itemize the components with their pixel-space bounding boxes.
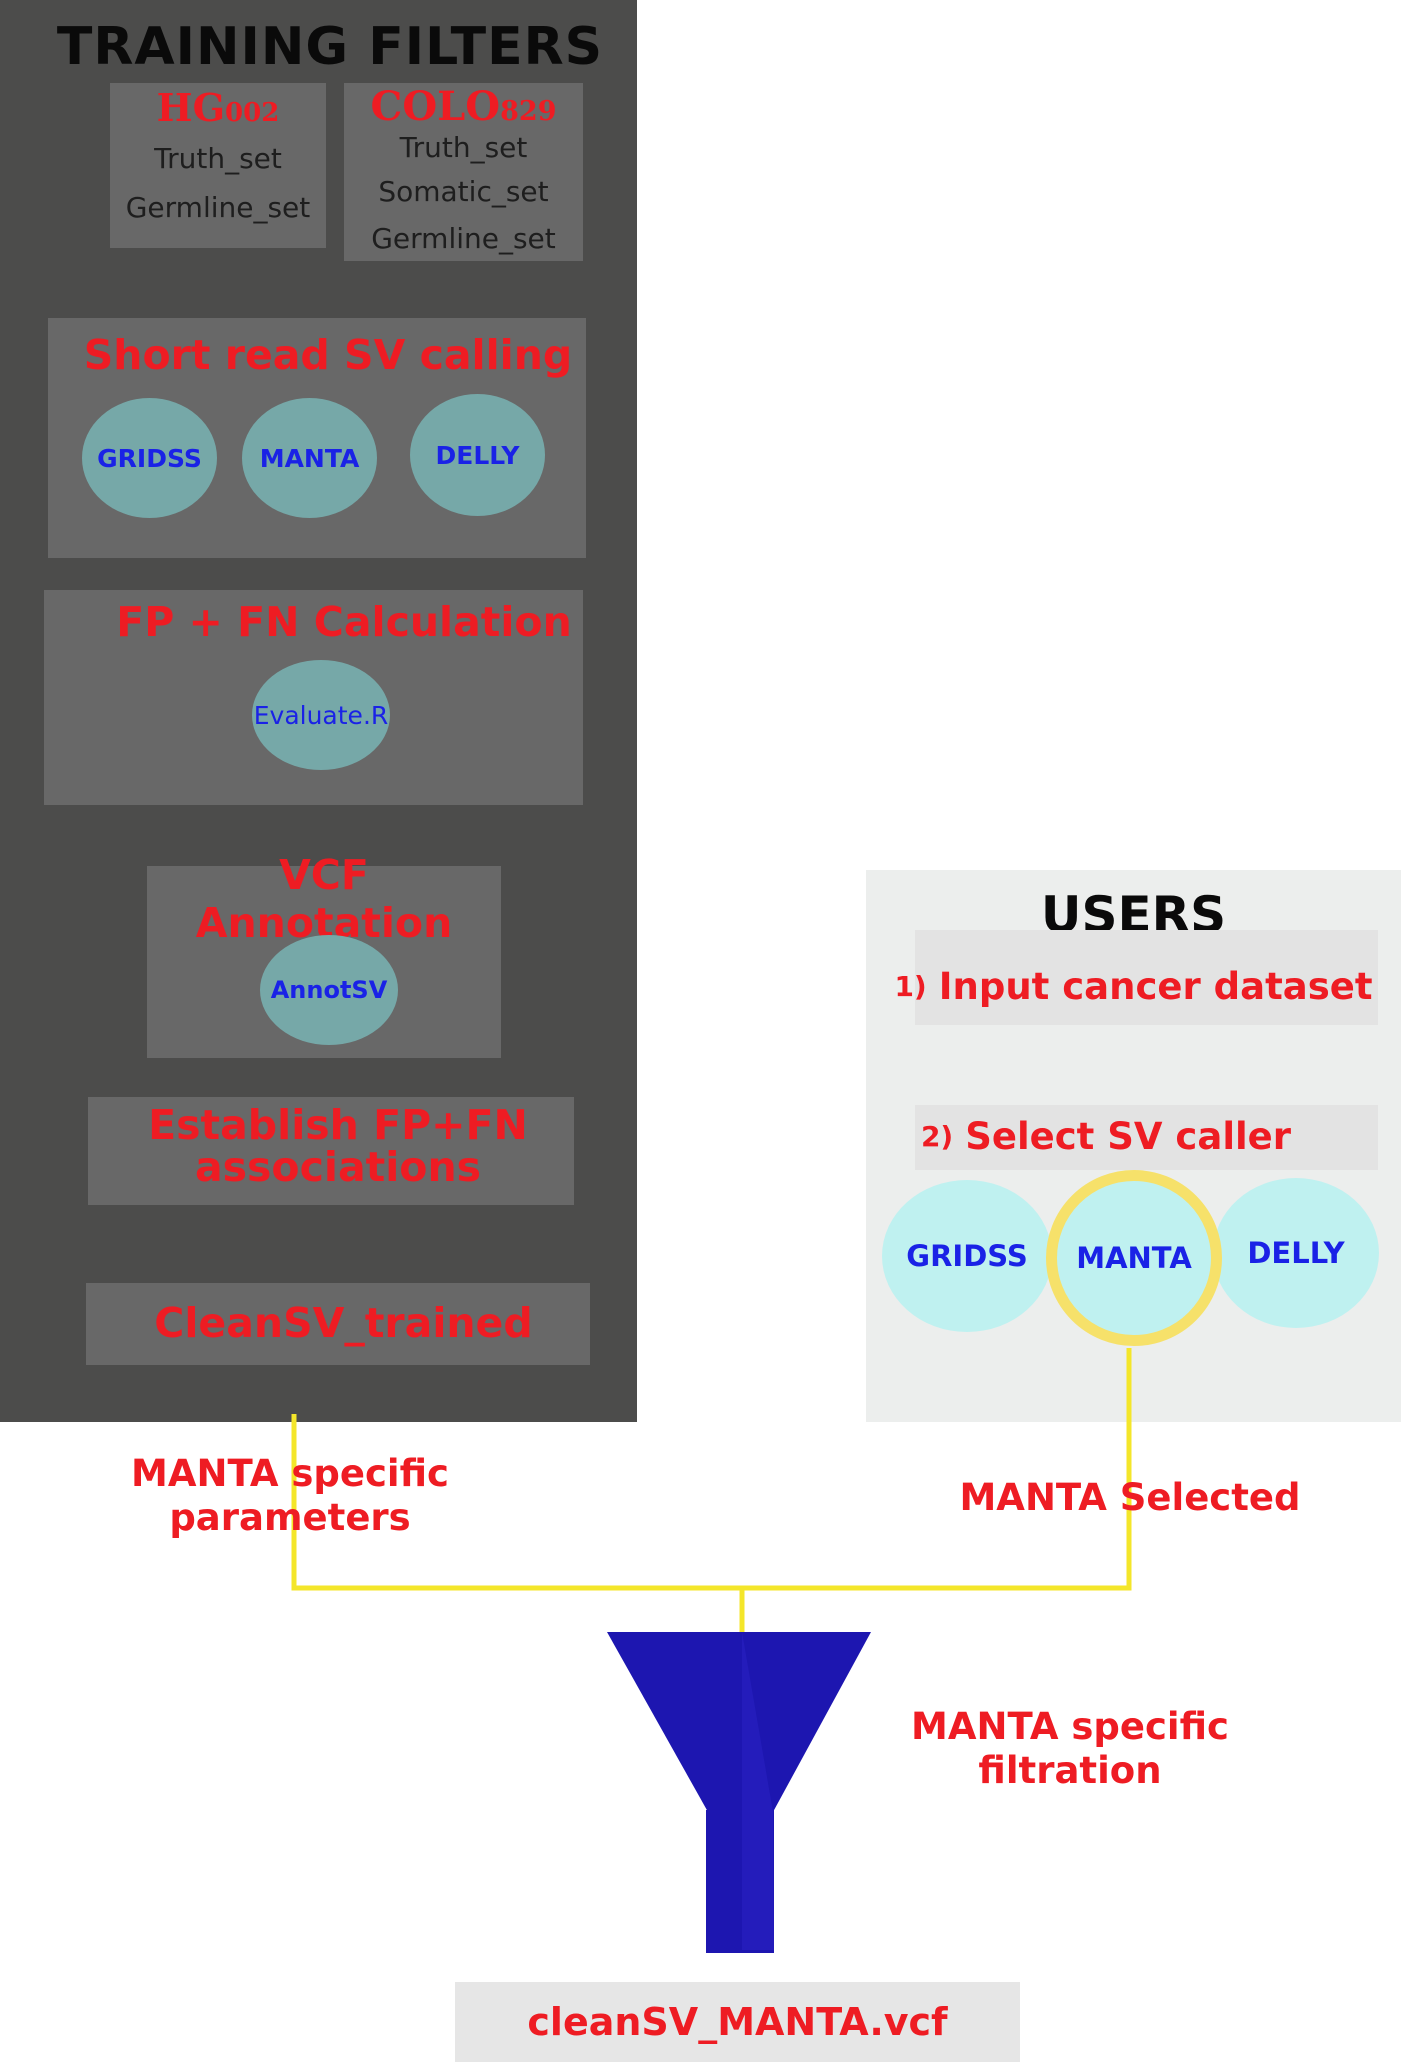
hg002-germline-set: Germline_set	[125, 190, 311, 224]
training-manta-label: MANTA	[259, 443, 360, 473]
hg002-truth-set: Truth_set	[154, 141, 282, 175]
manta-selected-label: MANTA Selected	[959, 1476, 1301, 1519]
output-file-label: cleanSV_MANTA.vcf	[527, 2000, 948, 2044]
filtration-line-2: filtration	[978, 1749, 1162, 1792]
colo829-box: COLO829 Truth_set Somatic_set Germline_s…	[344, 83, 583, 261]
funnel-cone	[607, 1632, 871, 1812]
colo829-truth-set: Truth_set	[399, 130, 528, 164]
manta-specific-parameters: MANTA specific parameters	[100, 1452, 480, 1540]
users-step-1-label: Input cancer dataset	[938, 964, 1373, 1008]
users-delly-circle[interactable]: DELLY	[1213, 1178, 1379, 1328]
training-gridss-circle: GRIDSS	[82, 398, 217, 518]
evaluate-r-circle: Evaluate.R	[252, 660, 390, 770]
training-gridss-label: GRIDSS	[97, 443, 202, 473]
training-filters-title: TRAINING FILTERS	[56, 17, 604, 77]
colo829-germline-set: Germline_set	[371, 221, 556, 255]
output-file-box: cleanSV_MANTA.vcf	[455, 1982, 1020, 2062]
params-connector-line	[291, 1348, 1132, 1591]
params-line-1: MANTA specific	[131, 1452, 449, 1495]
users-gridss-circle[interactable]: GRIDSS	[882, 1180, 1052, 1332]
params-line-2: parameters	[169, 1496, 411, 1539]
colo829-title: COLO829	[370, 83, 557, 130]
users-step-2: 2) Select SV caller	[866, 1108, 1346, 1164]
users-step-1-number: 1)	[894, 969, 927, 1003]
cleansv-trained-label: CleanSV_trained	[154, 1299, 533, 1347]
establish-associations-box	[88, 1097, 574, 1205]
funnel-shading	[742, 1632, 774, 1950]
hg002-title: HG002	[156, 85, 280, 130]
users-gridss-label: GRIDSS	[906, 1239, 1028, 1273]
users-step-1-row	[915, 930, 1378, 1025]
manta-specific-filtration: MANTA specific filtration	[880, 1705, 1260, 1793]
evaluate-r-label: Evaluate.R	[253, 700, 389, 730]
short-read-sv-calling-title: Short read SV calling	[83, 331, 573, 379]
users-step-2-number: 2)	[920, 1119, 954, 1153]
establish-associations-title: Establish FP+FN associations	[88, 1104, 588, 1188]
users-manta-label: MANTA	[1076, 1241, 1192, 1275]
fp-fn-calculation-title: FP + FN Calculation	[116, 597, 572, 646]
training-delly-circle: DELLY	[410, 394, 545, 516]
establish-line-1: Establish FP+FN	[148, 1101, 528, 1149]
annotsv-label: AnnotSV	[270, 976, 388, 1004]
users-manta-circle-selected[interactable]: MANTA	[1046, 1170, 1222, 1346]
training-delly-label: DELLY	[435, 440, 520, 470]
users-step-2-label: Select SV caller	[965, 1114, 1292, 1158]
cleansv-trained-box	[86, 1283, 590, 1365]
users-delly-label: DELLY	[1247, 1236, 1345, 1270]
users-step-1: 1) Input cancer dataset	[866, 958, 1401, 1014]
users-step-2-row	[915, 1105, 1378, 1170]
training-manta-circle: MANTA	[242, 398, 377, 518]
establish-line-2: associations	[194, 1143, 482, 1191]
colo829-somatic-set: Somatic_set	[378, 174, 549, 208]
annotsv-circle: AnnotSV	[260, 935, 398, 1045]
filtration-line-1: MANTA specific	[911, 1705, 1229, 1748]
hg002-box: HG002 Truth_set Germline_set	[110, 83, 326, 248]
